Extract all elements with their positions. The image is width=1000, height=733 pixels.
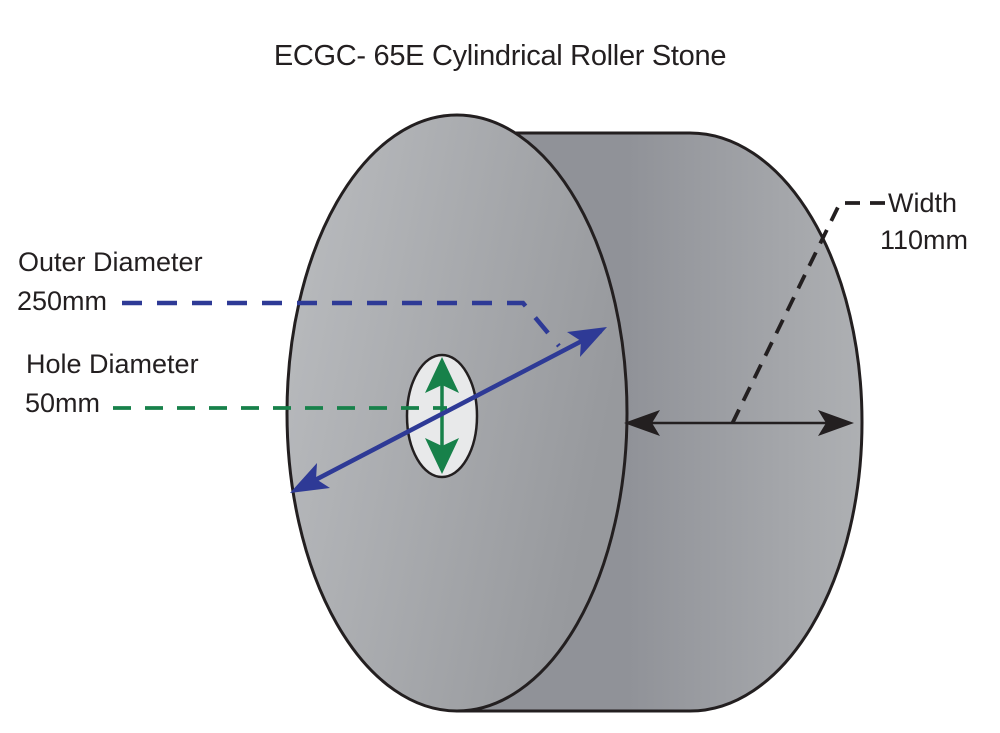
hole-diameter-label: Hole Diameter bbox=[26, 349, 199, 379]
width-value: 110mm bbox=[880, 225, 969, 255]
width-arrow bbox=[624, 410, 854, 436]
outer-diameter-leader-line bbox=[122, 300, 561, 348]
outer-diameter-value: 250mm bbox=[17, 286, 108, 316]
outer-diameter-arrow bbox=[290, 327, 607, 493]
width-label: Width bbox=[888, 188, 958, 218]
width-leader-line bbox=[730, 201, 885, 425]
hole-diameter-value: 50mm bbox=[25, 388, 101, 418]
diagram-title: ECGC- 65E Cylindrical Roller Stone bbox=[273, 40, 727, 72]
outer-diameter-label: Outer Diameter bbox=[18, 247, 203, 277]
